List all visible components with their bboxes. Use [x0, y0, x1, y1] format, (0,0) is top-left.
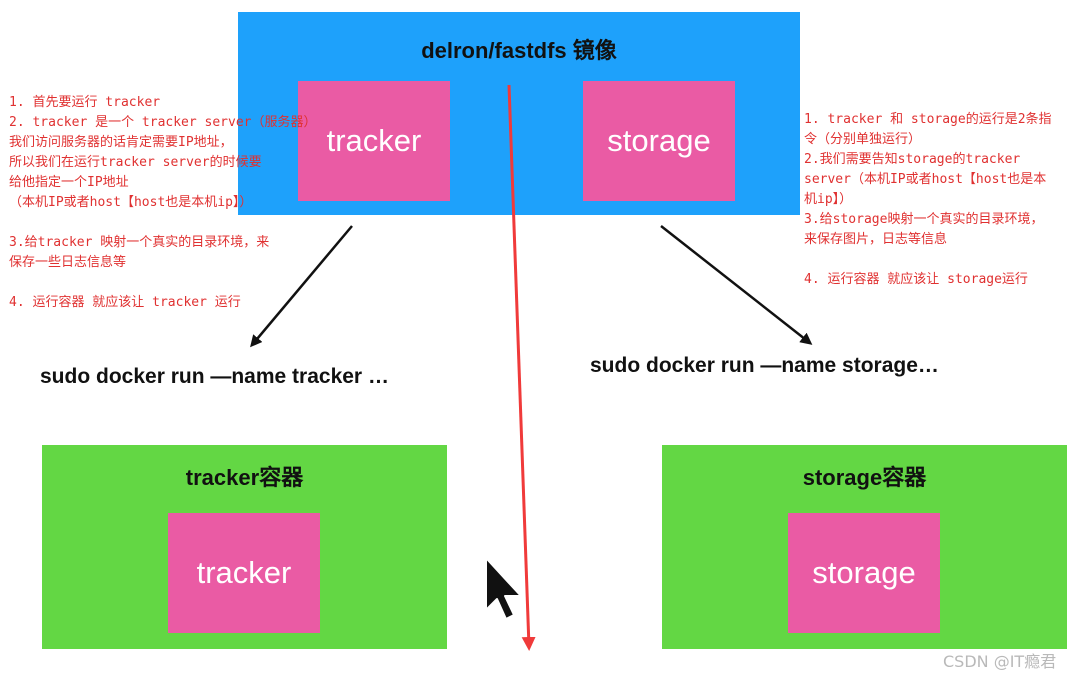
storage-flow-arrow [660, 225, 813, 345]
note-line: 保存一些日志信息等 [9, 255, 127, 270]
note-line: 1. tracker 和 storage的运行是2条指 [804, 112, 1052, 127]
tracker-container-title: tracker容器 [185, 465, 304, 490]
storage-container-title: storage容器 [802, 465, 927, 490]
note-line: server（本机IP或者host【host也是本 [804, 172, 1047, 187]
tracker-container-inner-block: tracker [168, 513, 320, 633]
note-line: 1. 首先要运行 tracker [9, 95, 161, 110]
storage-run-command: sudo docker run —name storage… [590, 354, 939, 377]
tracker-flow-arrow [250, 225, 353, 348]
storage-container-inner-block: storage [788, 513, 940, 633]
note-line: 2. tracker 是一个 tracker server（服务器） [9, 115, 317, 130]
note-line: 我们访问服务器的话肯定需要IP地址， [9, 135, 233, 150]
note-line: 所以我们在运行tracker server的时候要 [9, 155, 262, 170]
note-line: 来保存图片，日志等信息 [804, 232, 948, 247]
note-line: 4. 运行容器 就应该让 tracker 运行 [9, 295, 241, 310]
note-line: 机ip】） [804, 192, 853, 207]
cursor-arrow-icon [485, 557, 522, 620]
tracker-run-command: sudo docker run —name tracker … [40, 365, 389, 388]
image-tracker-block: tracker [298, 81, 450, 201]
down-arrow-icon [507, 84, 536, 651]
note-line: 令（分别单独运行） [804, 132, 922, 147]
note-line: 3.给tracker 映射一个真实的目录环境，来 [9, 235, 270, 250]
image-title: delron/fastdfs 镜像 [421, 38, 617, 63]
note-line: （本机IP或者host【host也是本机ip】） [9, 195, 253, 210]
image-storage-block: storage [583, 81, 735, 201]
notes-right: 1. tracker 和 storage的运行是2条指令（分别单独运行） 2.我们… [804, 110, 1052, 290]
watermark: CSDN @IT瘾君 [943, 652, 1057, 671]
note-line: 4. 运行容器 就应该让 storage运行 [804, 272, 1028, 287]
note-line: 2.我们需要告知storage的tracker [804, 152, 1021, 167]
note-line: 给他指定一个IP地址 [9, 175, 129, 190]
notes-left: 1. 首先要运行 tracker 2. tracker 是一个 tracker s… [9, 93, 317, 313]
note-line: 3.给storage映射一个真实的目录环境， [804, 212, 1044, 227]
